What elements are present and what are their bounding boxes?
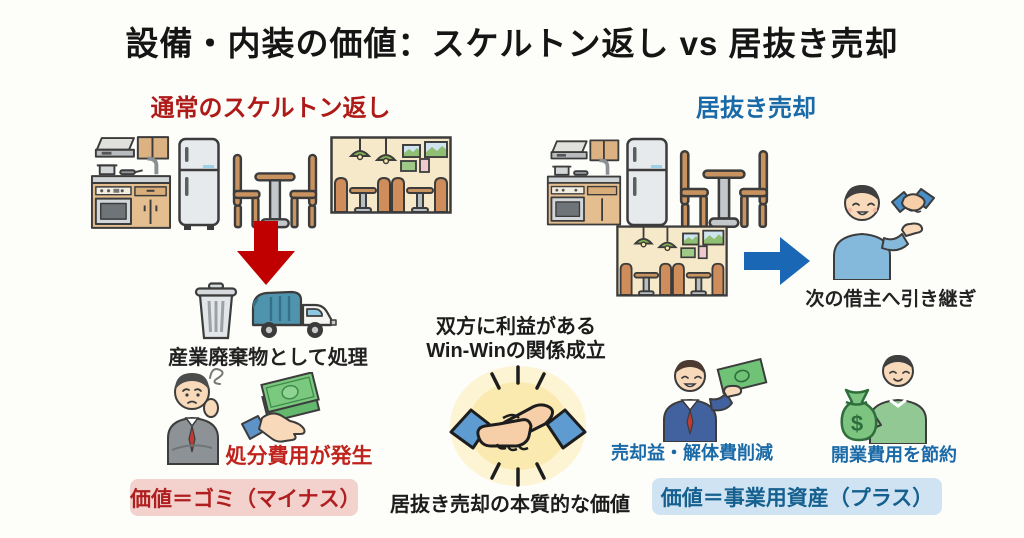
table-chairs-icon <box>673 148 775 232</box>
waste-disposal-caption: 産業廃棄物として処理 <box>168 347 368 369</box>
disposal-cost-caption: 処分費用が発生 <box>225 445 373 468</box>
win-win-line1: 双方に利益がある <box>436 316 596 338</box>
next-tenant-icon <box>828 176 938 280</box>
seller-businessman-icon <box>656 352 770 442</box>
kitchen-icon <box>90 132 172 232</box>
right-section-heading: 居抜き売却 <box>696 95 816 122</box>
restaurant-interior-icon <box>330 136 452 214</box>
blue-right-arrow-icon <box>744 237 810 285</box>
buyer-with-moneybag-icon: $ <box>836 350 942 444</box>
red-down-arrow-icon <box>237 221 295 285</box>
essential-value-caption: 居抜き売却の本質的な価値 <box>390 494 630 516</box>
dollar-sign-label: $ <box>851 411 863 436</box>
restaurant-interior-icon <box>616 221 728 301</box>
page-title: 設備・内装の価値：スケルトン返し vs 居抜き売却 <box>125 25 899 62</box>
hand-paying-money-icon <box>240 372 328 444</box>
win-win-text: 双方に利益がある Win-Winの関係成立 <box>398 315 634 363</box>
handshake-icon <box>445 362 591 490</box>
negative-value-badge: 価値＝ゴミ（マイナス） <box>130 479 361 516</box>
handover-caption: 次の借主へ引き継ぎ <box>805 289 977 310</box>
sale-profit-caption: 売却益・解体費削減 <box>611 443 773 463</box>
left-section-heading: 通常のスケルトン返し <box>150 95 391 122</box>
positive-value-badge: 価値＝事業用資産（プラス） <box>652 478 942 515</box>
trash-can-icon <box>194 282 238 340</box>
worried-businessman-icon <box>164 364 230 466</box>
table-chairs-icon <box>226 152 324 232</box>
garbage-truck-icon <box>247 279 339 341</box>
refrigerator-icon <box>177 137 221 232</box>
win-win-line2: Win-Winの関係成立 <box>426 340 606 362</box>
kitchen-icon <box>546 132 622 232</box>
refrigerator-icon <box>625 137 669 232</box>
startup-savings-caption: 開業費用を節約 <box>831 445 957 465</box>
